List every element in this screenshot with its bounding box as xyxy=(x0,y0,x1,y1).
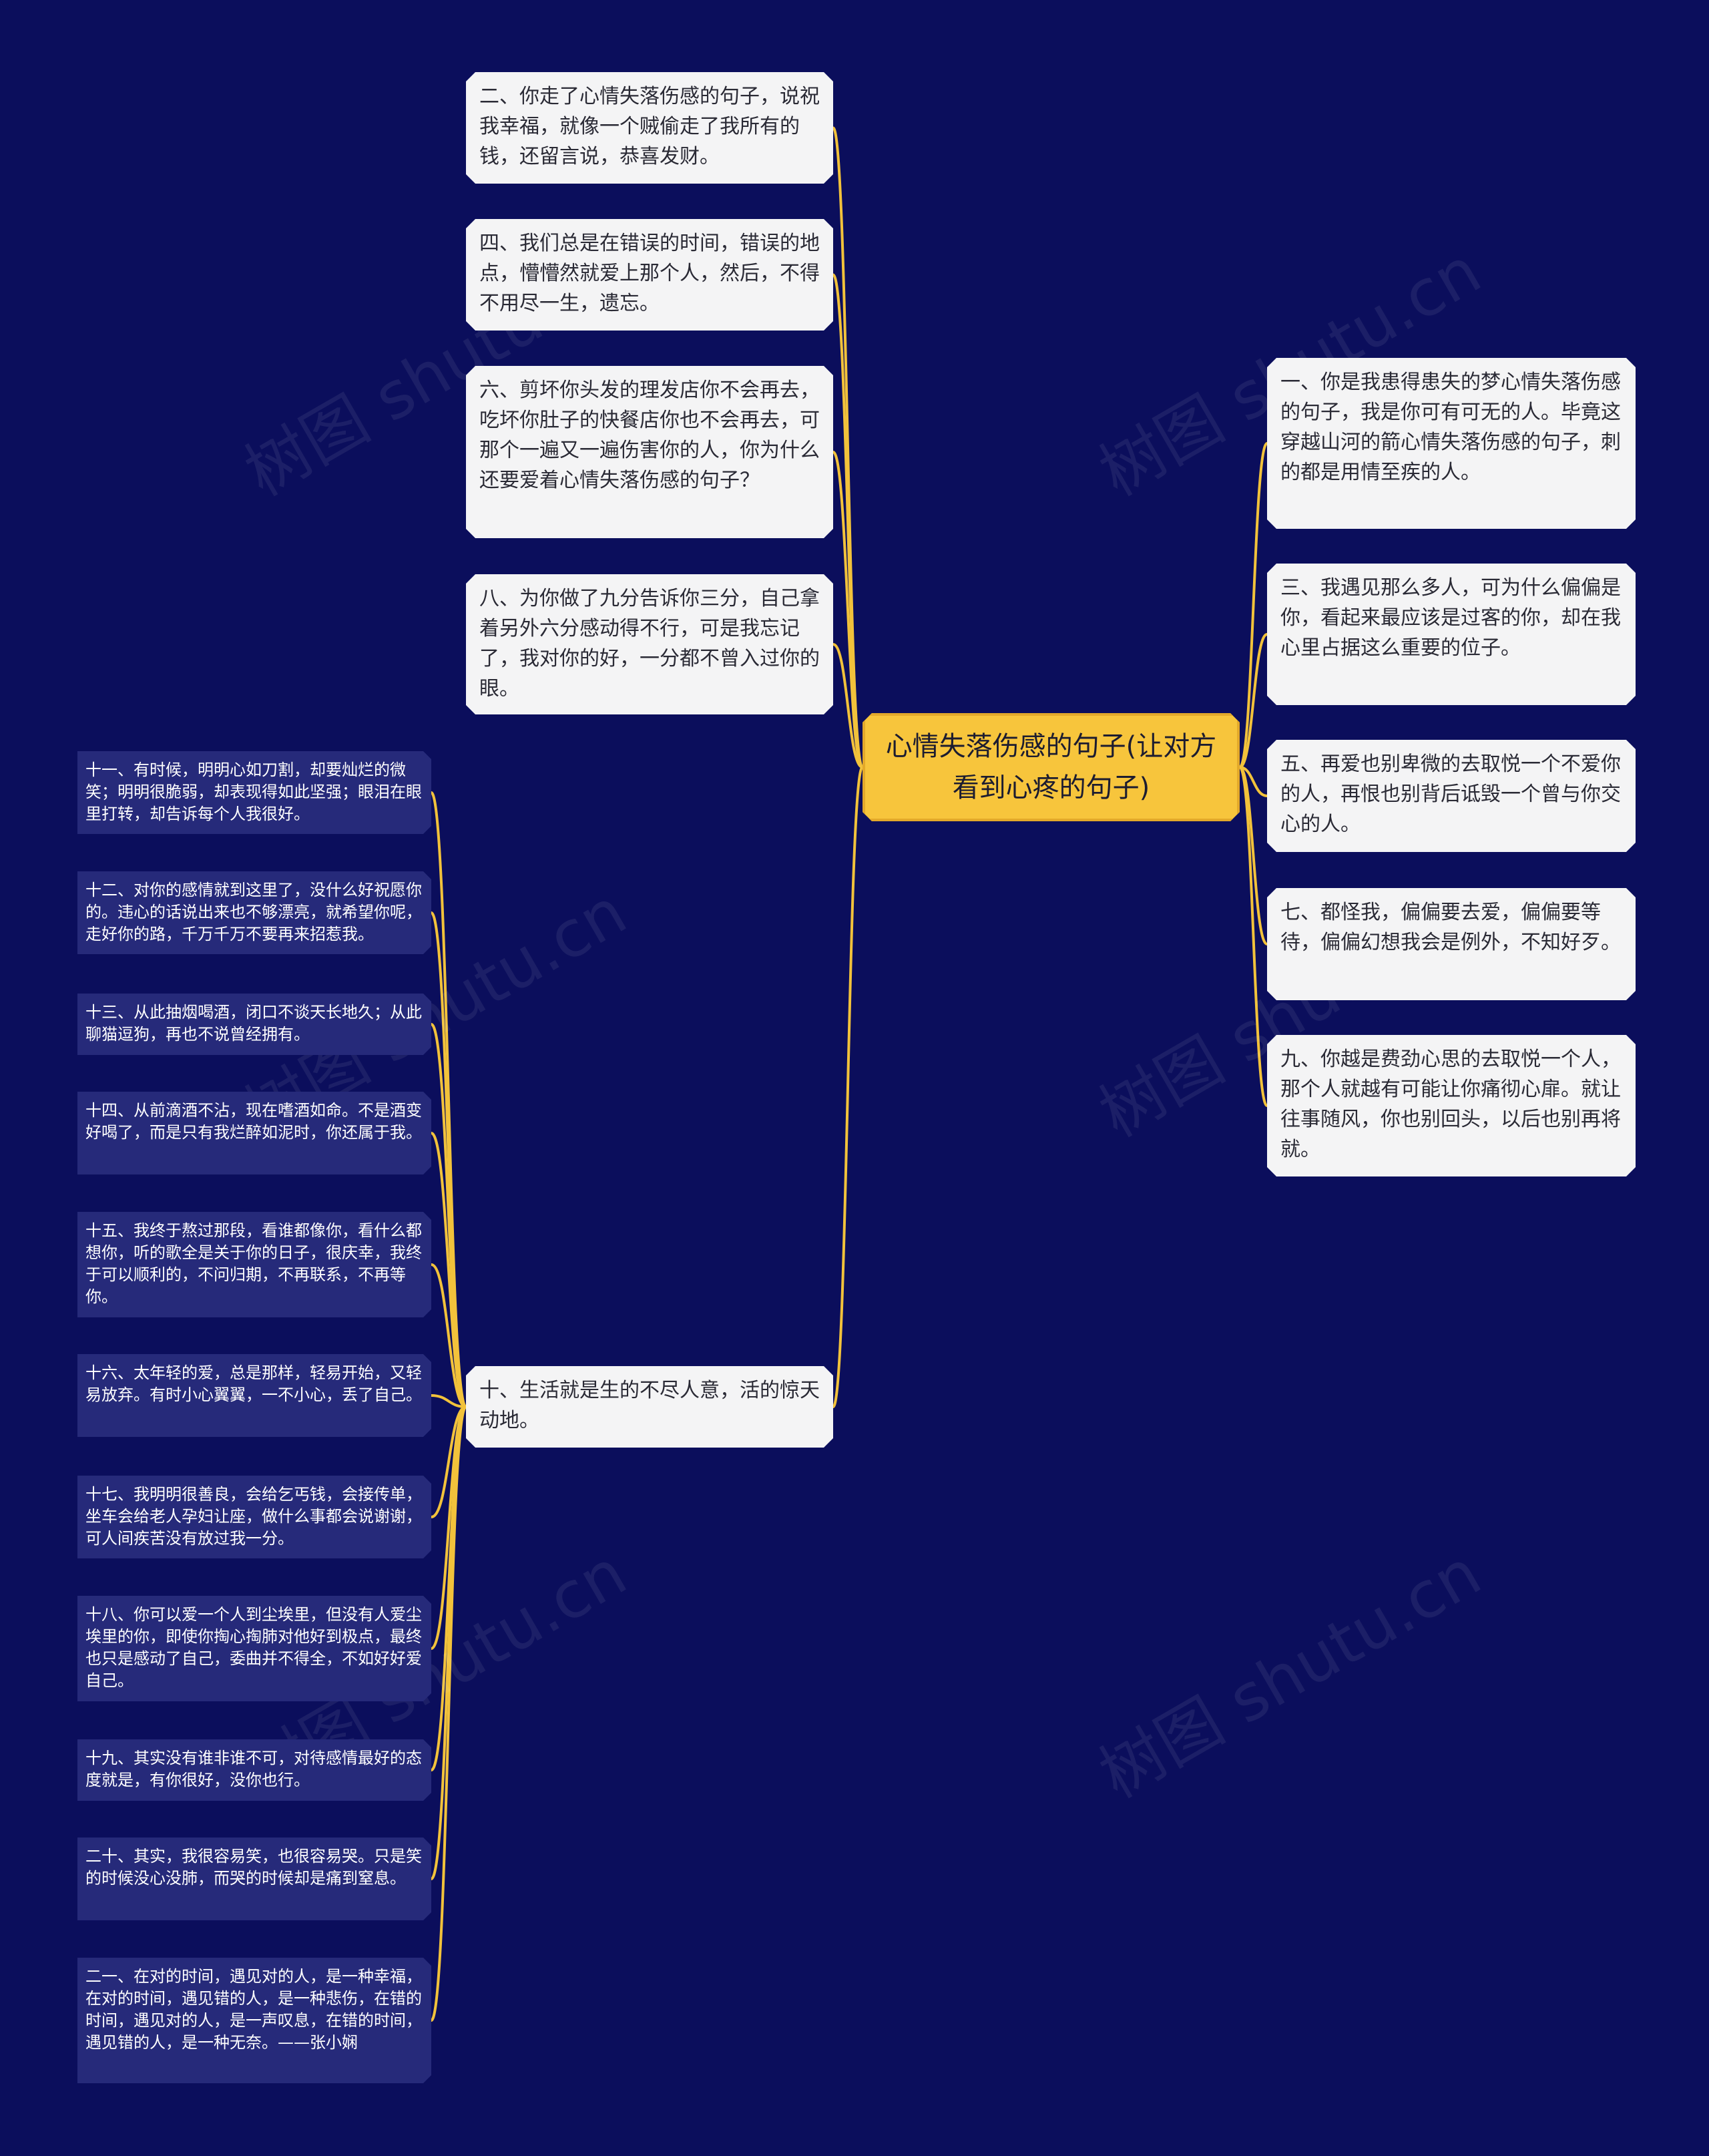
branch-node-2[interactable]: 二、你走了心情失落伤感的句子，说祝我幸福，就像一个贼偷走了我所有的钱，还留言说，… xyxy=(466,72,833,184)
branch-node-7[interactable]: 七、都怪我，偏偏要去爱，偏偏要等待，偏偏幻想我会是例外，不知好歹。 xyxy=(1267,888,1636,1000)
connector-line xyxy=(431,1406,467,1518)
sub-node-12[interactable]: 十二、对你的感情就到这里了，没什么好祝愿你的。违心的话说出来也不够漂亮，就希望你… xyxy=(77,871,431,954)
connector-line xyxy=(1239,766,1268,797)
branch-node-8[interactable]: 八、为你做了九分告诉你三分，自己拿着另外六分感动得不行，可是我忘记了，我对你的好… xyxy=(466,574,833,714)
branch-node-5[interactable]: 五、再爱也别卑微的去取悦一个不爱你的人，再恨也别背后诋毁一个曾与你交心的人。 xyxy=(1267,740,1636,852)
branch-node-10[interactable]: 十、生活就是生的不尽人意，活的惊天动地。 xyxy=(466,1366,833,1448)
connector-line xyxy=(431,1394,467,1408)
branch-node-3[interactable]: 三、我遇见那么多人，可为什么偏偏是你，看起来最应该是过客的你，却在我心里占据这么… xyxy=(1267,564,1636,705)
connector-line xyxy=(1238,442,1268,769)
connector-line xyxy=(832,451,864,769)
sub-node-19[interactable]: 十九、其实没有谁非谁不可，对待感情最好的态度就是，有你很好，没你也行。 xyxy=(77,1739,431,1801)
connector-line xyxy=(431,1263,467,1408)
sub-node-16[interactable]: 十六、太年轻的爱，总是那样，轻易开始，又轻易放弃。有时小心翼翼，一不小心，丢了自… xyxy=(77,1354,431,1437)
sub-node-14[interactable]: 十四、从前滴酒不沾，现在嗜酒如命。不是酒变好喝了，而是只有我烂醉如泥时，你还属于… xyxy=(77,1092,431,1174)
connector-line xyxy=(430,1132,467,1408)
sub-node-20[interactable]: 二十、其实，我很容易笑，也很容易哭。只是笑的时候没心没肺，而哭的时候却是痛到窒息… xyxy=(77,1838,431,1920)
branch-node-1[interactable]: 一、你是我患得患失的梦心情失落伤感的句子，我是你可有可无的人。毕竟这穿越山河的箭… xyxy=(1267,358,1636,529)
sub-node-15[interactable]: 十五、我终于熬过那段，看谁都像你，看什么都想你，听的歌全是关于你的日子，很庆幸，… xyxy=(77,1212,431,1317)
branch-node-9[interactable]: 九、你越是费劲心思的去取悦一个人，那个人就越有可能让你痛彻心扉。就让往事随风，你… xyxy=(1267,1035,1636,1176)
connector-line xyxy=(1238,633,1268,769)
connector-line xyxy=(1238,766,1268,1107)
connector-line xyxy=(430,1406,467,2022)
sub-node-21[interactable]: 二一、在对的时间，遇见对的人，是一种幸福，在对的时间，遇见错的人，是一种悲伤，在… xyxy=(77,1958,431,2083)
branch-node-4[interactable]: 四、我们总是在错误的时间，错误的地点，懵懵然就爱上那个人，然后，不得不用尽一生，… xyxy=(466,219,833,331)
sub-node-18[interactable]: 十八、你可以爱一个人到尘埃里，但没有人爱尘埃里的你，即使你掏心掏肺对他好到极点，… xyxy=(77,1596,431,1701)
connector-line xyxy=(832,126,864,769)
sub-node-13[interactable]: 十三、从此抽烟喝酒，闭口不谈天长地久；从此聊猫逗狗，再也不说曾经拥有。 xyxy=(77,994,431,1055)
connector-line xyxy=(832,766,864,1408)
root-topic[interactable]: 心情失落伤感的句子(让对方看到心疼的句子) xyxy=(863,713,1240,821)
connector-line xyxy=(832,643,863,769)
sub-node-17[interactable]: 十七、我明明很善良，会给乞丐钱，会接传单，坐车会给老人孕妇让座，做什么事都会说谢… xyxy=(77,1476,431,1558)
sub-node-11[interactable]: 十一、有时候，明明心如刀割，却要灿烂的微笑；明明很脆弱，却表现得如此坚强；眼泪在… xyxy=(77,751,431,834)
connector-line xyxy=(430,791,467,1408)
connector-line xyxy=(832,273,864,769)
branch-node-6[interactable]: 六、剪坏你头发的理发店你不会再去，吃坏你肚子的快餐店你也不会再去，可那个一遍又一… xyxy=(466,366,833,538)
